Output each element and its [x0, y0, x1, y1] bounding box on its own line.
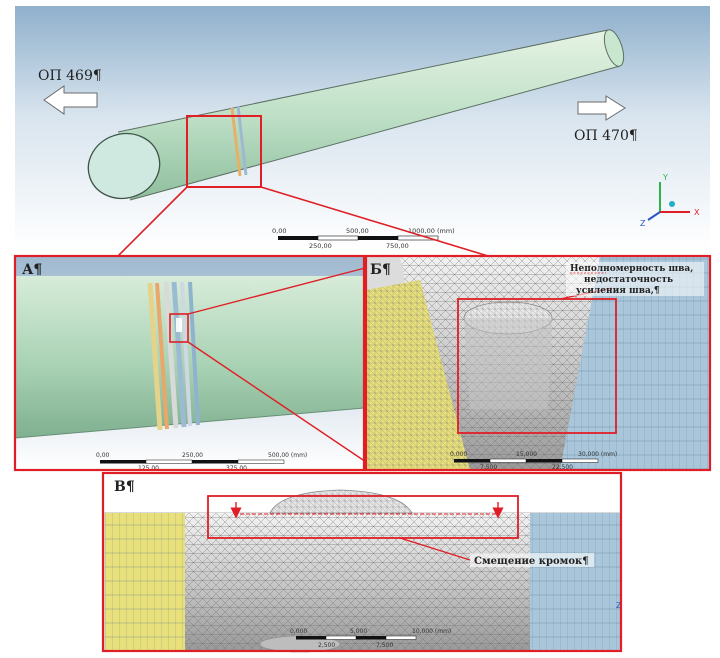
- panel-b-annotation: Неполномерность шва, недостаточность уси…: [566, 262, 704, 296]
- svg-text:375,00: 375,00: [226, 465, 247, 472]
- left-station-label: ОП 469¶: [38, 68, 102, 84]
- svg-text:125,00: 125,00: [138, 465, 159, 472]
- panel-c: В¶ Смещение кромок¶ Z 0,000 5,000 10,000…: [101, 471, 623, 653]
- right-arrow-icon: [577, 95, 626, 121]
- svg-text:0,000: 0,000: [290, 628, 307, 635]
- panel-a-pipe: [15, 276, 364, 438]
- svg-text:усиления шва,¶: усиления шва,¶: [576, 286, 660, 296]
- panel-c-annotation: Смещение кромок¶: [474, 556, 589, 567]
- svg-text:0,00: 0,00: [96, 452, 110, 459]
- zoom-connectors-top: [117, 186, 489, 257]
- panel-c-defect-box: [207, 495, 519, 539]
- zoom-connectors-ab: [187, 267, 373, 467]
- top-scale-bar: 0,00 500,00 1000,00 (mm) 250,00 750,00: [272, 227, 455, 250]
- panel-b-defect-box: [457, 298, 617, 434]
- pipe-far-end: [603, 29, 625, 67]
- right-station-label: ОП 470¶: [574, 128, 638, 144]
- svg-text:2,500: 2,500: [318, 642, 335, 649]
- svg-text:Z: Z: [640, 219, 646, 228]
- svg-text:7,500: 7,500: [480, 464, 497, 471]
- panel-a-label: А¶: [22, 262, 42, 278]
- panel-c-frame: [101, 471, 623, 653]
- svg-text:10,000 (mm): 10,000 (mm): [412, 628, 451, 635]
- svg-text:500,00 (mm): 500,00 (mm): [268, 452, 307, 459]
- svg-text:22,500: 22,500: [552, 464, 573, 471]
- panel-c-scale-bar: 0,000 5,000 10,000 (mm) 2,500 7,500: [290, 628, 451, 649]
- svg-text:250,00: 250,00: [309, 242, 332, 250]
- svg-text:7,500: 7,500: [376, 642, 393, 649]
- svg-text:5,000: 5,000: [350, 628, 367, 635]
- svg-text:недостаточность: недостаточность: [584, 275, 673, 285]
- panel-c-label: В¶: [114, 479, 135, 495]
- panel-b-scale-bar: 0,000 15,000 30,000 (mm) 7,500 22,500: [450, 451, 617, 471]
- top-view: ОП 469¶ ОП 470¶ Y X Z 0,00 500,00 1000,0…: [15, 6, 710, 250]
- svg-text:Y: Y: [662, 173, 668, 182]
- svg-text:15,000: 15,000: [516, 451, 537, 458]
- panel-c-axis-z: Z: [616, 601, 622, 610]
- pipe-near-end: [87, 132, 161, 200]
- svg-text:0,00: 0,00: [272, 227, 286, 235]
- svg-text:30,000 (mm): 30,000 (mm): [578, 451, 617, 458]
- svg-text:0,000: 0,000: [450, 451, 467, 458]
- svg-text:Неполномерность шва,: Неполномерность шва,: [570, 264, 693, 274]
- panel-b: Б¶ Неполномерность шва, недостаточность …: [364, 254, 712, 472]
- axis-triad-icon: Y X Z: [640, 173, 700, 228]
- panel-a: А¶ 0,00 250,00 500,00 (mm) 125,00 375,00: [13, 254, 366, 472]
- top-highlight-box: [186, 115, 262, 188]
- panel-a-defect-box: [169, 313, 189, 343]
- svg-text:250,00: 250,00: [182, 452, 203, 459]
- left-arrow-icon: [43, 85, 98, 115]
- panel-a-frame: [13, 254, 366, 472]
- svg-text:500,00: 500,00: [346, 227, 369, 235]
- svg-text:1000,00 (mm): 1000,00 (mm): [408, 227, 455, 235]
- panel-b-frame: [364, 254, 712, 472]
- panel-a-scale-bar: 0,00 250,00 500,00 (mm) 125,00 375,00: [96, 452, 307, 472]
- panel-b-label: Б¶: [370, 262, 391, 278]
- svg-text:X: X: [694, 208, 700, 217]
- svg-text:750,00: 750,00: [386, 242, 409, 250]
